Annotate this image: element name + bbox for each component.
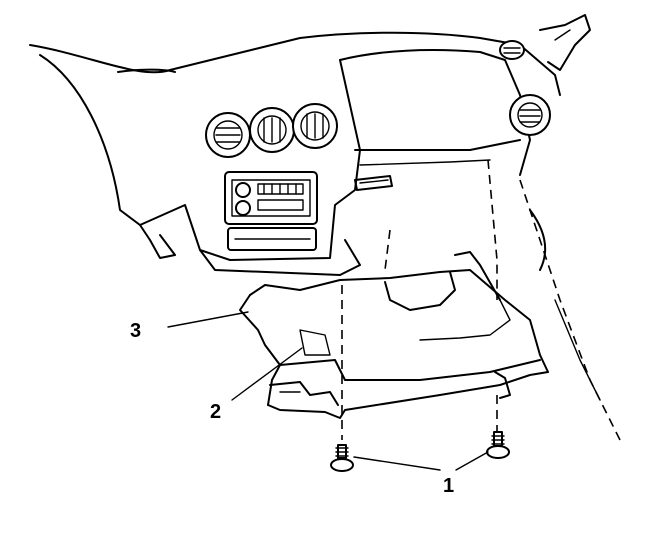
knee-bolster-panel	[239, 251, 549, 419]
leader-line-2	[231, 347, 303, 401]
air-vents	[205, 40, 551, 158]
air-vent-left	[205, 112, 251, 158]
panel-clip-opening	[299, 329, 331, 356]
defrost-vent	[499, 40, 525, 60]
alignment-lines	[341, 159, 498, 440]
leader-line-1a	[353, 456, 441, 471]
leader-lines	[167, 311, 489, 471]
callout-2-label: 2	[210, 401, 221, 423]
leader-line-3	[167, 311, 249, 328]
radio-control-head	[224, 171, 318, 251]
alignment-line-upper-right	[487, 159, 498, 300]
fastener-right	[486, 431, 510, 459]
air-vent-right-center	[292, 103, 338, 149]
callout-1-label: 1	[443, 475, 454, 497]
callout-3-label: 3	[130, 320, 141, 342]
ashtray-slot	[354, 175, 393, 191]
air-vent-far-right	[509, 94, 551, 136]
leader-line-1b	[455, 451, 489, 471]
air-vent-center	[249, 107, 295, 153]
mirror-bracket	[539, 14, 591, 71]
instrument-panel	[29, 31, 621, 441]
fastener-left	[330, 444, 354, 472]
